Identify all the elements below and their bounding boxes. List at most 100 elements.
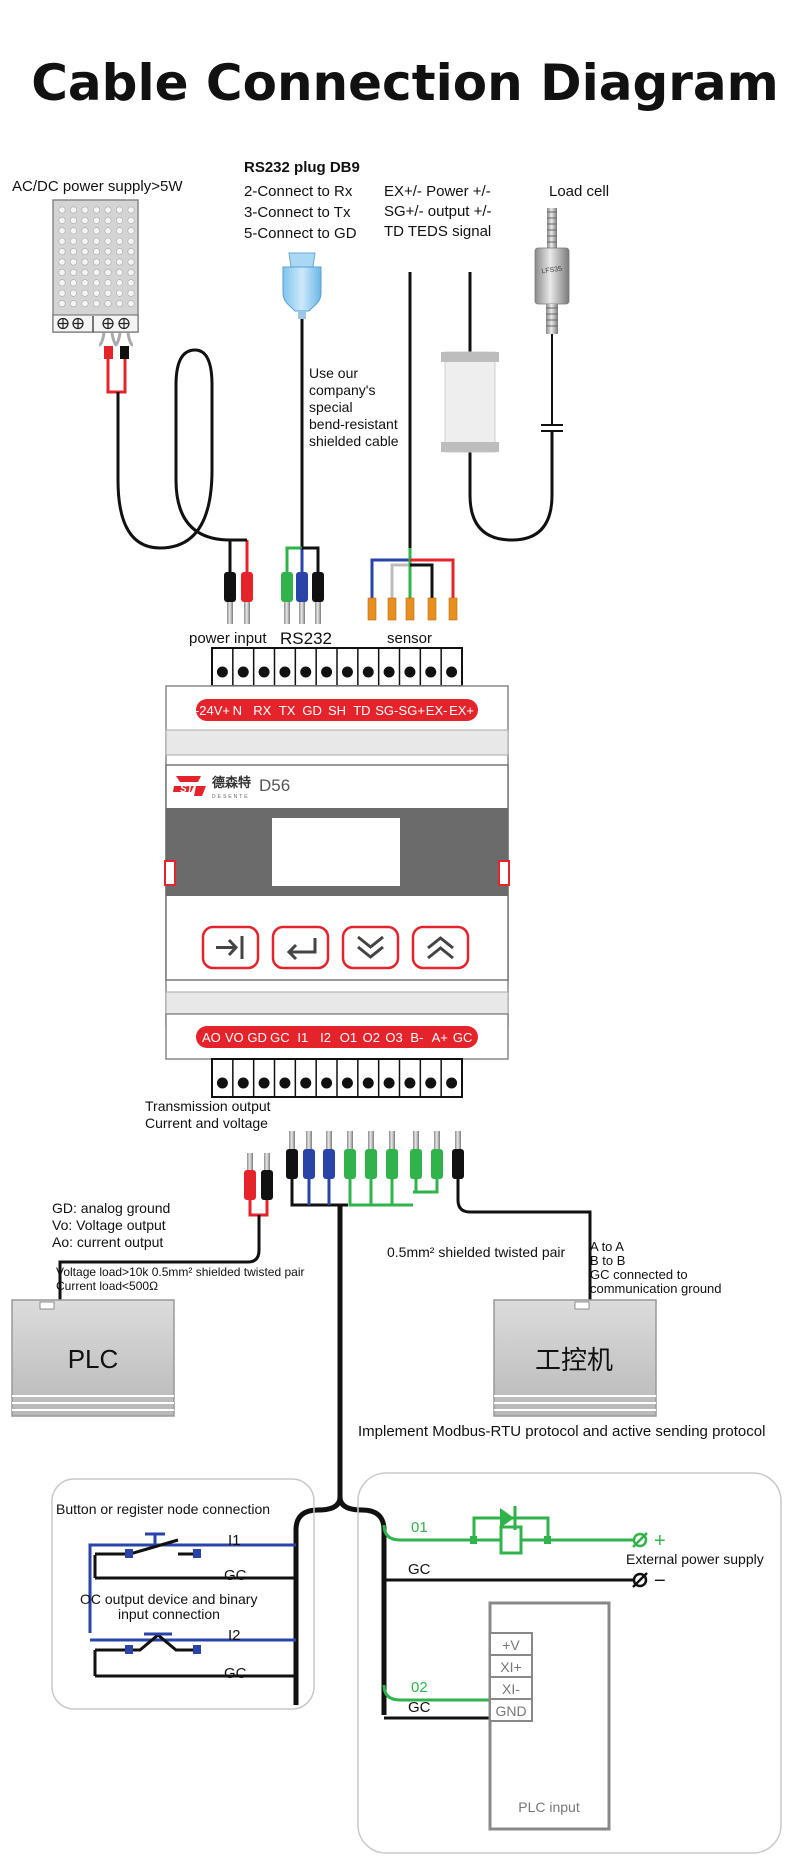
cable-note-line: company's — [309, 382, 375, 398]
terminal-screw — [279, 666, 291, 678]
vent-hole — [81, 227, 89, 235]
enter-button[interactable] — [201, 925, 260, 970]
vent-hole — [70, 289, 78, 297]
protocol-note: Implement Modbus-RTU protocol and active… — [358, 1423, 765, 1440]
down-button[interactable] — [341, 925, 400, 970]
label-gc: GC — [408, 1699, 431, 1716]
vent-hole — [58, 258, 66, 266]
terminal-label: EX+ — [449, 703, 474, 718]
brand-cn: 德森特 — [212, 775, 251, 790]
vent-hole — [104, 279, 112, 287]
analog-legend-line: Vo: Voltage output — [52, 1217, 166, 1233]
vent-hole — [81, 216, 89, 224]
return-icon — [286, 938, 317, 961]
vent-hole — [104, 300, 112, 308]
terminal-label: O2 — [363, 1030, 380, 1045]
vent-hole — [116, 227, 124, 235]
analog-legend: GD: analog ground Vo: Voltage output Ao:… — [52, 1200, 170, 1250]
sensor-legend-line: EX+/- Power +/- — [384, 183, 491, 200]
up-button[interactable] — [411, 925, 470, 970]
vent-hole — [58, 227, 66, 235]
rs232-plug: RS232 plug DB9 2-Connect to Rx 3-Connect… — [244, 159, 360, 319]
vent-hole — [93, 258, 101, 266]
terminal-label: AO — [202, 1030, 221, 1045]
terminal-screw — [341, 666, 353, 678]
plc-box: PLC — [11, 1299, 175, 1417]
label-o2: 02 — [411, 1679, 428, 1696]
terminal-label: N — [233, 703, 242, 718]
sensor-cable — [367, 272, 563, 621]
double-up-icon — [427, 936, 454, 960]
load-note-line: Current load<500Ω — [56, 1279, 158, 1293]
vent-hole — [93, 227, 101, 235]
vent-hole — [116, 268, 124, 276]
oc-line: input connection — [118, 1606, 220, 1622]
vent-hole — [116, 300, 124, 308]
load-note-line: Voltage load>10k 0.5mm² shielded twisted… — [56, 1265, 304, 1279]
vent-hole — [93, 216, 101, 224]
analog-legend-line: GD: analog ground — [52, 1200, 170, 1216]
sensor-legend-line: SG+/- output +/- — [384, 203, 492, 220]
terminal-label: RX — [253, 703, 271, 718]
vent-hole — [81, 279, 89, 287]
right-clip — [498, 860, 510, 886]
terminal-screw — [237, 1077, 249, 1089]
vent-holes — [58, 206, 135, 308]
return-button[interactable] — [271, 925, 330, 970]
load-cell-model: LFS35 — [541, 266, 563, 276]
vent-hole — [58, 279, 66, 287]
vent-hole — [70, 237, 78, 245]
vent-hole — [127, 216, 135, 224]
terminal-label: -24V+ — [195, 703, 230, 718]
vent-hole — [93, 248, 101, 256]
vent-hole — [104, 227, 112, 235]
vent-hole — [58, 268, 66, 276]
terminal-label: TX — [279, 703, 296, 718]
terminal-screw — [404, 666, 416, 678]
terminal-label: O1 — [340, 1030, 357, 1045]
vent-hole — [93, 268, 101, 276]
bottom-plugs — [244, 1131, 464, 1200]
plus-sign: + — [654, 1530, 666, 1552]
top-terminal-screws — [216, 648, 458, 686]
terminal-screw — [216, 666, 228, 678]
vent-hole — [93, 289, 101, 297]
vent-hole — [81, 248, 89, 256]
left-clip — [164, 860, 176, 886]
vent-hole — [58, 289, 66, 297]
terminal-screw — [258, 1077, 270, 1089]
cable-note-line: Use our — [309, 365, 358, 381]
rs232-heading: RS232 plug DB9 — [244, 159, 360, 176]
enter-icon — [216, 936, 244, 959]
page-title: Cable Connection Diagram — [31, 54, 779, 112]
terminal-label: GC — [453, 1030, 473, 1045]
vent-hole — [104, 268, 112, 276]
plc-pin: XI- — [502, 1681, 520, 1697]
port-icon — [39, 1301, 55, 1310]
brand-logo: ST 德森特 DESENTE D56 — [173, 775, 290, 800]
label-o1: 01 — [411, 1519, 428, 1536]
terminal-label: EX- — [426, 703, 448, 718]
plc-pin: GND — [495, 1703, 526, 1719]
load-note: Voltage load>10k 0.5mm² shielded twisted… — [56, 1265, 304, 1293]
right-output-panel: 01 GC + − External power supply 02 GC +V… — [357, 1472, 782, 1854]
vent-hole — [58, 300, 66, 308]
terminal-screw — [300, 666, 312, 678]
vent-hole — [70, 268, 78, 276]
sensor-legend: EX+/- Power +/- SG+/- output +/- TD TEDS… — [384, 183, 492, 240]
rs232-line: 3-Connect to Tx — [244, 204, 351, 221]
label-sensor: sensor — [387, 630, 432, 647]
plc-pin-column: +V XI+ XI- GND — [489, 1632, 533, 1722]
comm-legend-line: A to A — [590, 1239, 624, 1254]
vent-hole — [104, 237, 112, 245]
switch-icon — [93, 1532, 200, 1578]
plc-pin: XI+ — [500, 1659, 521, 1675]
plc-pin: +V — [502, 1637, 520, 1653]
vent-hole — [104, 216, 112, 224]
minus-sign: − — [654, 1570, 666, 1592]
vent-hole — [116, 258, 124, 266]
vent-hole — [70, 216, 78, 224]
cable-note-line: bend-resistant — [309, 416, 398, 432]
